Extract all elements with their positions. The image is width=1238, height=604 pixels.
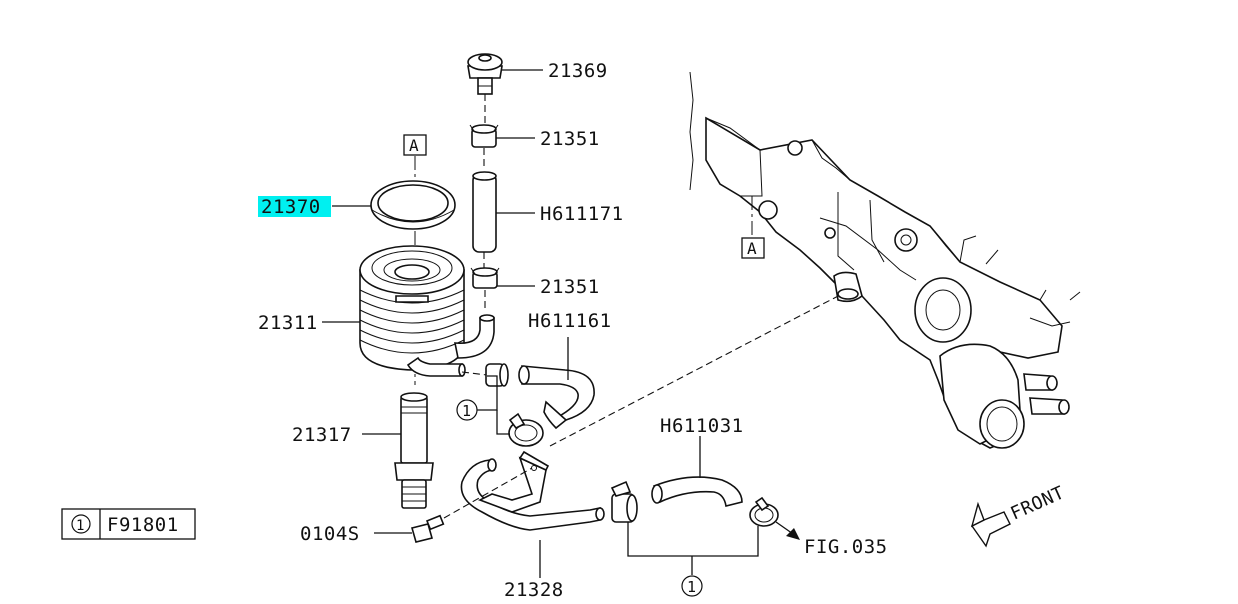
callout-1-left: 1 [456,375,510,435]
pipe-21328[interactable] [460,450,605,531]
ref-box-a-engine: A [741,237,765,259]
part-label-21317[interactable]: 21317 [292,424,352,446]
clamp-left-lower[interactable] [508,412,544,447]
fig-ref-035[interactable]: FIG.035 [804,536,888,558]
clamp-21351-top[interactable] [469,124,499,148]
clamp-right-left[interactable] [610,480,638,523]
connector-21317[interactable] [394,392,434,509]
part-label-21351-top[interactable]: 21351 [540,128,600,150]
front-direction-arrow [970,501,1011,548]
part-label-21370[interactable]: 21370 [261,196,321,218]
part-label-0104S[interactable]: 0104S [300,523,360,545]
part-label-21328[interactable]: 21328 [504,579,564,601]
bolt-21369[interactable] [467,53,503,95]
svg-text:1: 1 [462,402,472,420]
svg-text:1: 1 [687,578,697,596]
part-label-H611161[interactable]: H611161 [528,310,612,332]
part-label-H611031[interactable]: H611031 [660,415,744,437]
legend-box: 1 F91801 [61,508,196,540]
part-label-21369[interactable]: 21369 [548,60,608,82]
hose-H611161[interactable] [518,365,595,430]
svg-text:A: A [409,136,419,155]
part-highlight-21370 [258,196,331,217]
part-label-H611171[interactable]: H611171 [540,203,624,225]
engine-block-drawing [689,71,1081,449]
legend-code: F91801 [107,514,179,536]
hose-H611031[interactable] [651,476,743,507]
hose-H611171[interactable] [472,171,497,253]
front-label: FRONT [1007,482,1067,524]
svg-text:A: A [747,239,757,258]
clamp-right-right[interactable] [749,496,779,527]
callout-1-bottom: 1 [627,522,759,597]
clamp-left-upper[interactable] [485,363,509,387]
part-label-21351-bottom[interactable]: 21351 [540,276,600,298]
o-ring-21370[interactable] [370,180,456,230]
oil-cooler-21311[interactable] [359,245,495,377]
clamp-21351-bottom[interactable] [470,267,500,289]
ref-box-a-top: A [403,134,427,156]
bolt-0104S[interactable] [411,514,445,543]
part-label-21311[interactable]: 21311 [258,312,318,334]
legend-number: 1 [76,518,85,534]
